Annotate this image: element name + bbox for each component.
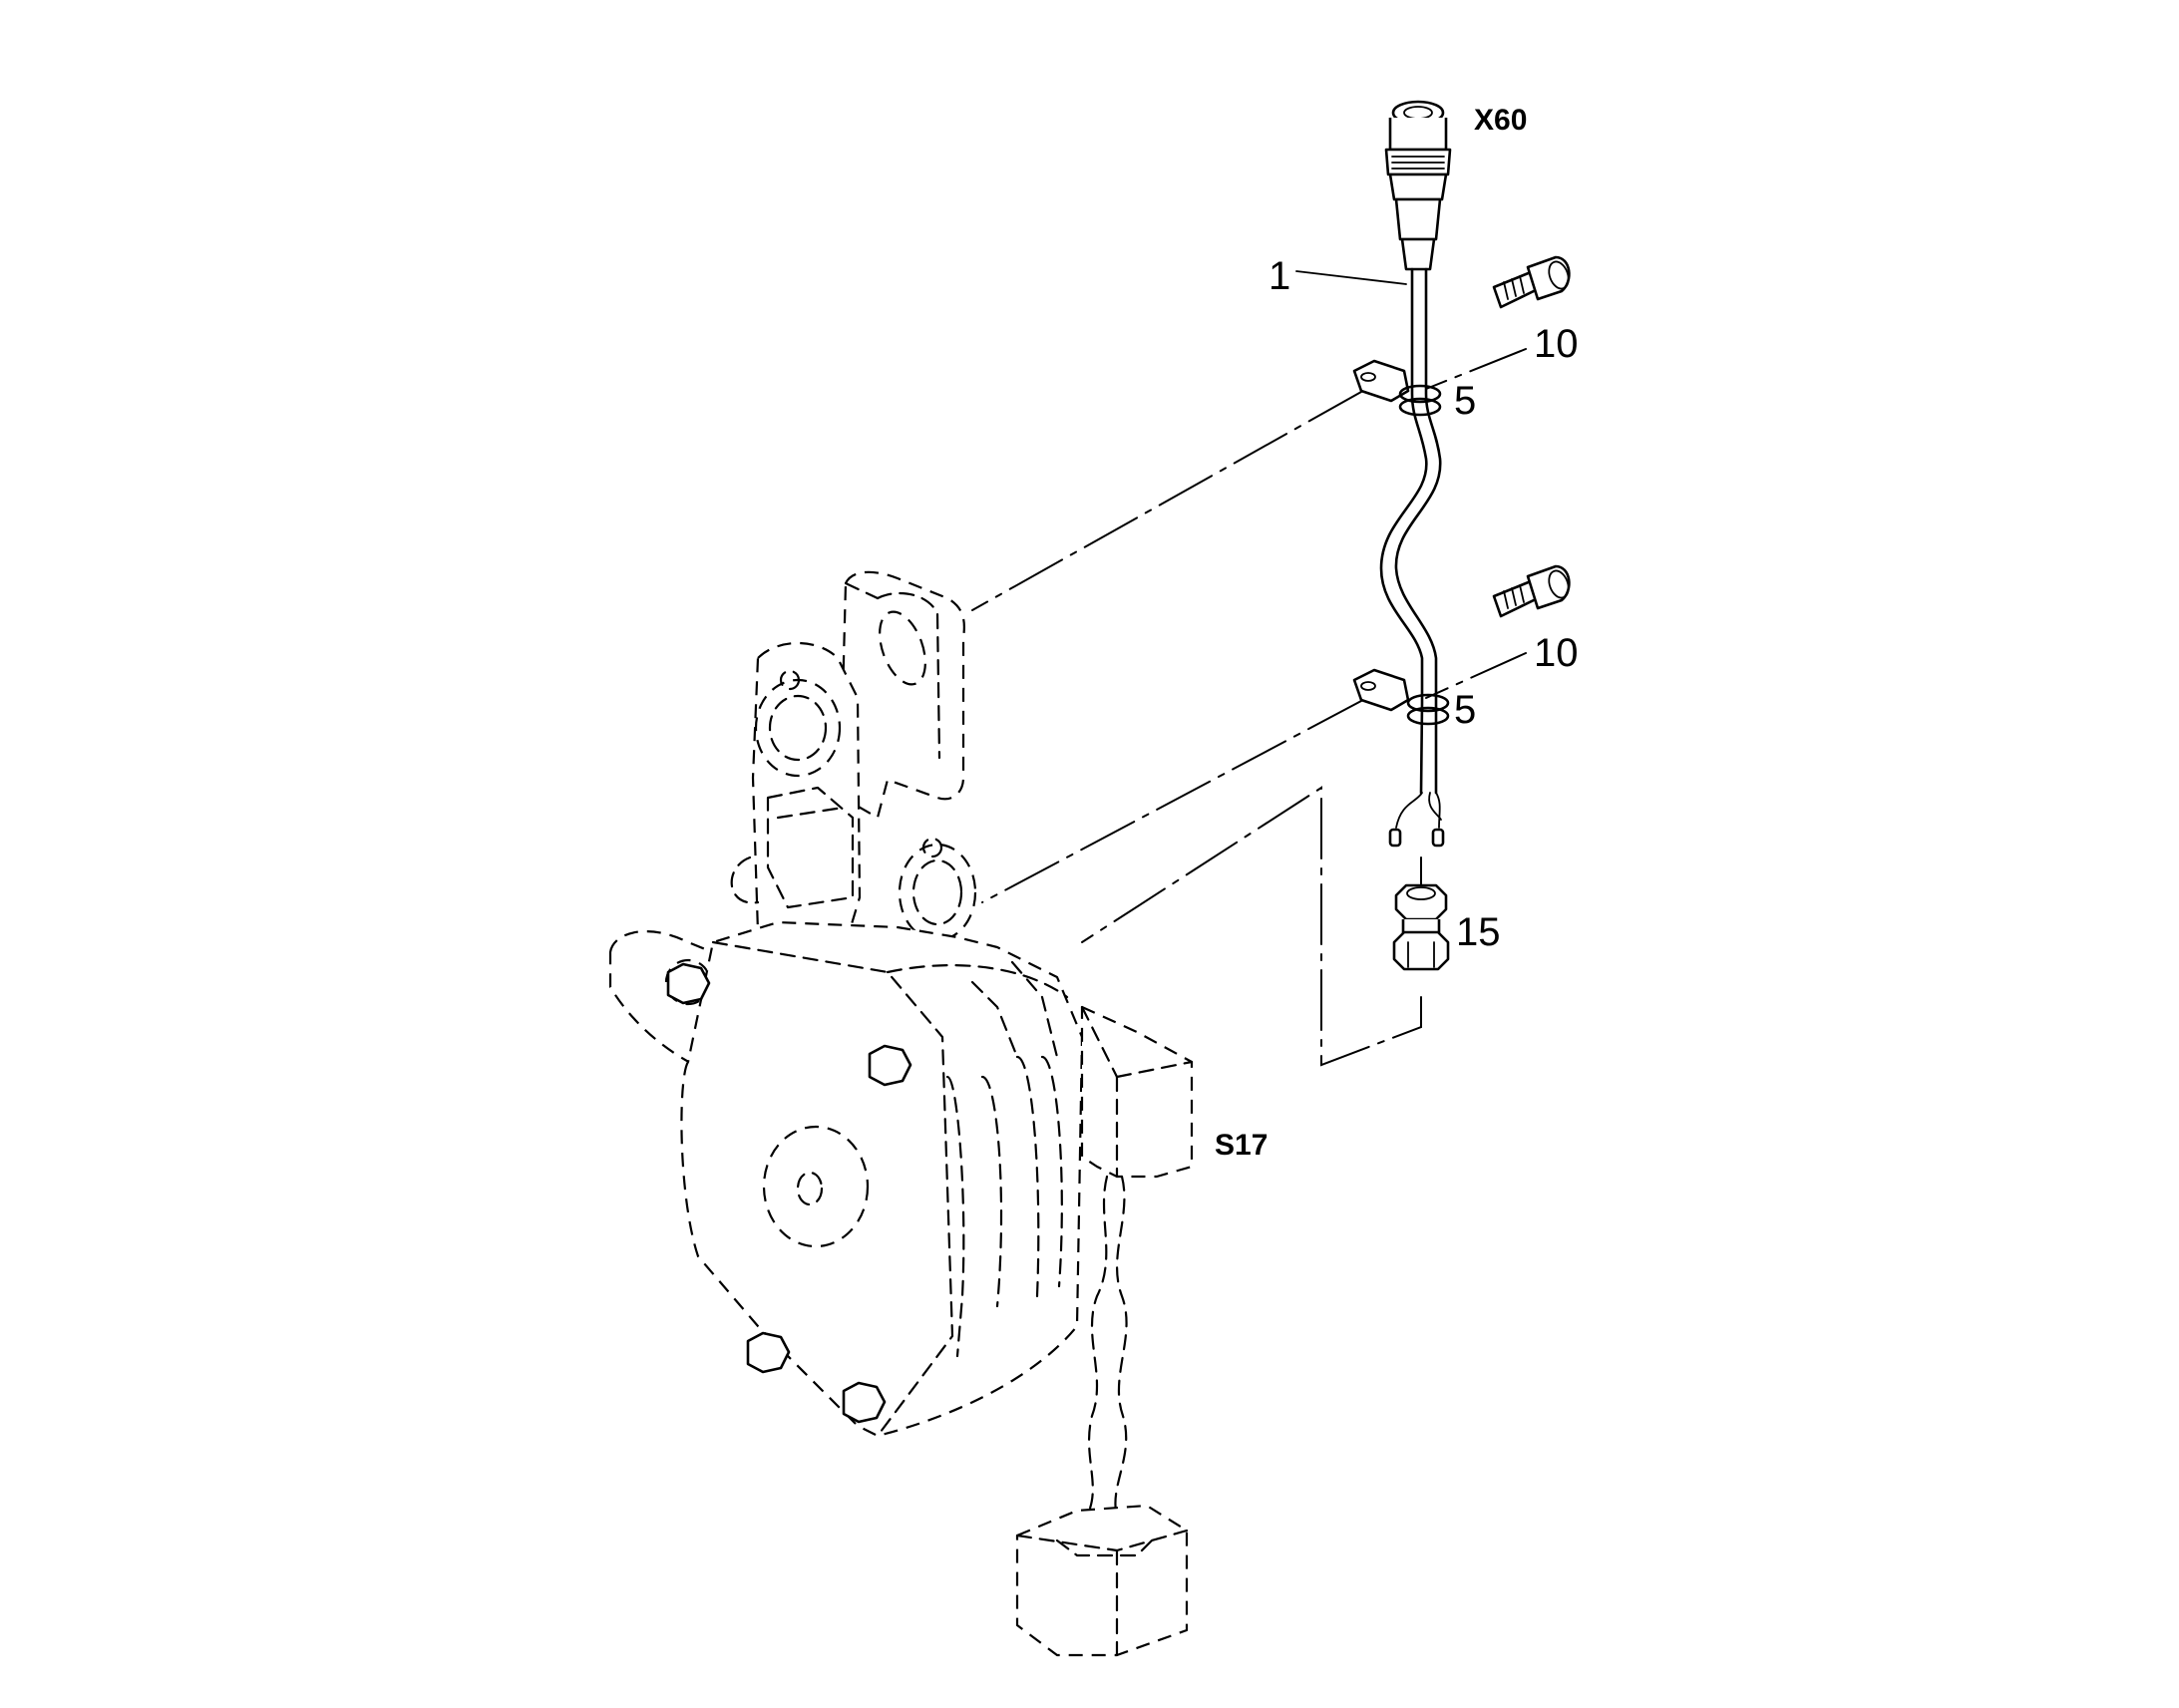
hoist-clevis-outline: [841, 570, 965, 820]
leader-lines: [1295, 270, 1407, 285]
callout-clamp-lower: 5: [1454, 688, 1476, 732]
callout-clamp-upper: 5: [1454, 379, 1476, 423]
assembly-centerlines: [971, 348, 1527, 1067]
hoist-assembly-phantom: [608, 570, 1194, 1657]
callout-screw-lower: 10: [1534, 631, 1579, 675]
cap-screw-lower: [1492, 564, 1571, 618]
hex-fitting-15: [1392, 883, 1450, 971]
callout-cable: 1: [1269, 254, 1290, 298]
cable-harness: [1352, 100, 1452, 848]
cable-clamp-lower: [1352, 668, 1450, 726]
pendant-cable: [1085, 1175, 1109, 1518]
connector-x60: [1384, 100, 1452, 271]
switch-box-s17: [1080, 1005, 1194, 1179]
cable-clamp-upper: [1352, 359, 1442, 417]
switch-s17-label: S17: [1215, 1129, 1268, 1162]
hoist-housing: [680, 920, 1084, 1438]
callout-screw-upper: 10: [1534, 322, 1579, 366]
cap-screw-upper: [1492, 255, 1571, 309]
pendant-control-box: [1015, 1504, 1189, 1657]
callout-labels: X60 1 10 5 10 5 15 S17: [1215, 104, 1579, 1162]
callout-nut: 15: [1456, 910, 1501, 954]
connector-x60-label: X60: [1474, 104, 1527, 137]
